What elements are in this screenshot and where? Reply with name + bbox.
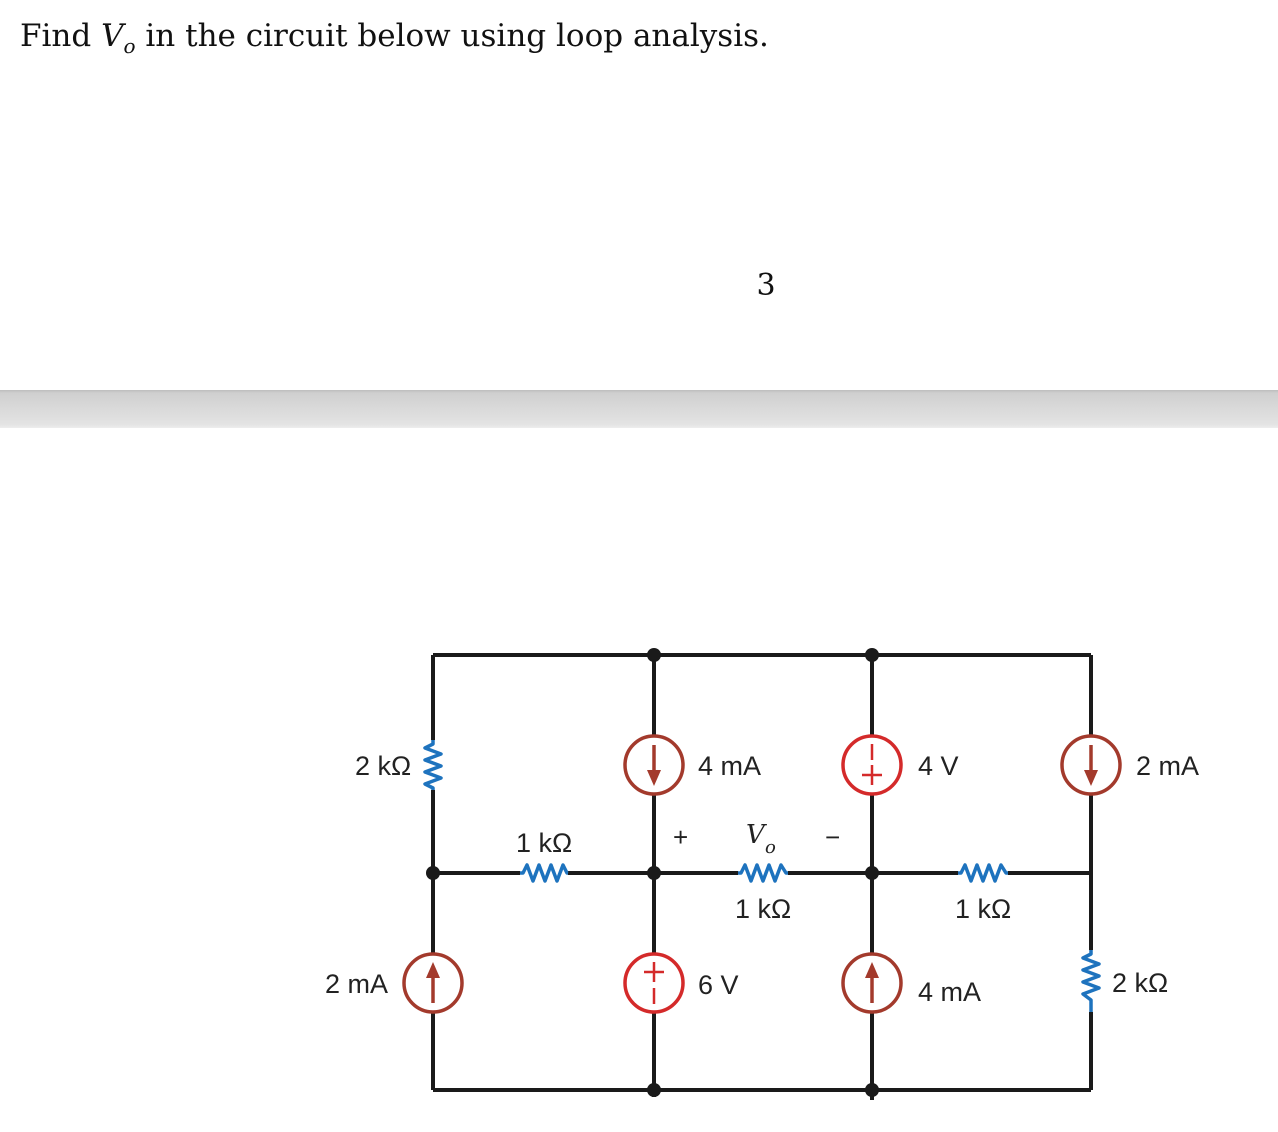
- current-source-top-mid: [623, 734, 685, 796]
- label-r-center: 1 kΩ: [735, 894, 791, 924]
- label-r-far-right-bottom: 2 kΩ: [1112, 968, 1168, 998]
- voltage-source-top-right: [841, 734, 903, 796]
- label-src-far-right-top: 2 mA: [1136, 751, 1199, 781]
- junction-dot: [865, 1083, 879, 1097]
- vo-label: V: [746, 820, 767, 850]
- problem-variable: V: [101, 18, 124, 54]
- junction-dot: [426, 866, 440, 880]
- vo-minus-sign: −: [825, 822, 840, 852]
- junction-dot: [647, 1083, 661, 1097]
- resistor-mid-right: [958, 863, 1008, 883]
- label-r-left-top: 2 kΩ: [355, 751, 411, 781]
- problem-variable-subscript: o: [123, 34, 136, 59]
- current-source-left-bottom: [402, 952, 464, 1014]
- label-src-bottom-right: 4 mA: [918, 977, 981, 1007]
- vo-plus-sign: +: [673, 822, 688, 852]
- voltage-source-bottom-mid: [623, 952, 685, 1014]
- junction-dot: [647, 866, 661, 880]
- junction-dot: [647, 648, 661, 662]
- page-divider: [0, 390, 1278, 428]
- junction-dot: [865, 866, 879, 880]
- problem-prefix: Find: [20, 18, 102, 54]
- resistor-center: [738, 863, 788, 883]
- label-r-mid-right: 1 kΩ: [955, 894, 1011, 924]
- current-source-far-right-top: [1060, 734, 1122, 796]
- resistor-left-top: [423, 740, 443, 790]
- label-src-top-right: 4 V: [918, 751, 959, 781]
- vo-label-subscript: o: [765, 837, 776, 858]
- resistor-mid-left: [520, 863, 569, 883]
- page-number: 3: [756, 268, 776, 303]
- problem-suffix: in the circuit below using loop analysis…: [135, 18, 769, 54]
- current-source-bottom-right: [841, 952, 903, 1014]
- label-src-bottom-mid: 6 V: [698, 970, 739, 1000]
- resistor-far-right-bottom: [1081, 950, 1101, 1012]
- label-src-left-bottom: 2 mA: [325, 969, 388, 999]
- page-number-row: 3: [0, 268, 1278, 303]
- problem-statement: Find Vo in the circuit below using loop …: [20, 18, 769, 58]
- label-src-top-mid: 4 mA: [698, 751, 761, 781]
- label-r-mid-left: 1 kΩ: [516, 828, 572, 858]
- junction-dot: [865, 648, 879, 662]
